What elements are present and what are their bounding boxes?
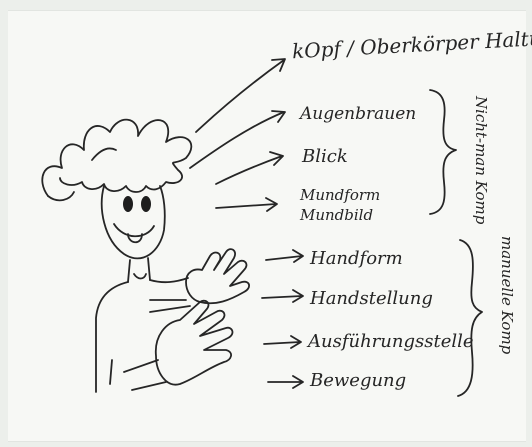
body-left	[96, 282, 128, 392]
group-non-manual: Nicht-man Komp	[473, 96, 488, 224]
forearm	[110, 360, 112, 384]
mouth	[114, 224, 154, 236]
label-movement: Bewegung	[310, 372, 406, 390]
label-location: Ausführungsstelle	[308, 333, 474, 351]
arrow-head-posture	[196, 59, 285, 132]
lower-hand	[156, 301, 233, 385]
label-mouth-shape: Mundform	[300, 188, 380, 203]
arrow-hand-orientation	[262, 290, 303, 302]
hair-strand	[48, 192, 74, 200]
brace-non-manual	[430, 90, 456, 214]
group-manual: manuelle Komp	[499, 236, 514, 354]
label-gaze: Blick	[302, 148, 348, 166]
right-eye	[141, 196, 151, 212]
hair-outline	[42, 120, 191, 196]
label-eyebrows: Augenbrauen	[300, 106, 416, 123]
collar	[134, 274, 146, 279]
lower-arm	[124, 360, 166, 390]
arrow-handshape	[266, 250, 303, 262]
arrow-movement	[268, 376, 303, 388]
arrow-gaze	[216, 152, 283, 184]
label-hand-orientation: Handstellung	[310, 290, 433, 308]
upper-arm	[150, 300, 190, 312]
left-eye	[123, 196, 133, 212]
arrow-mouth	[216, 198, 277, 211]
brace-manual	[458, 240, 482, 396]
arrow-location	[264, 336, 301, 348]
upper-hand	[186, 249, 249, 303]
face-outline	[102, 186, 165, 258]
body-right	[150, 278, 188, 282]
hair-strand-2	[92, 148, 116, 160]
label-mouth-picture: Mundbild	[300, 208, 373, 223]
label-handshape: Handform	[310, 250, 403, 268]
